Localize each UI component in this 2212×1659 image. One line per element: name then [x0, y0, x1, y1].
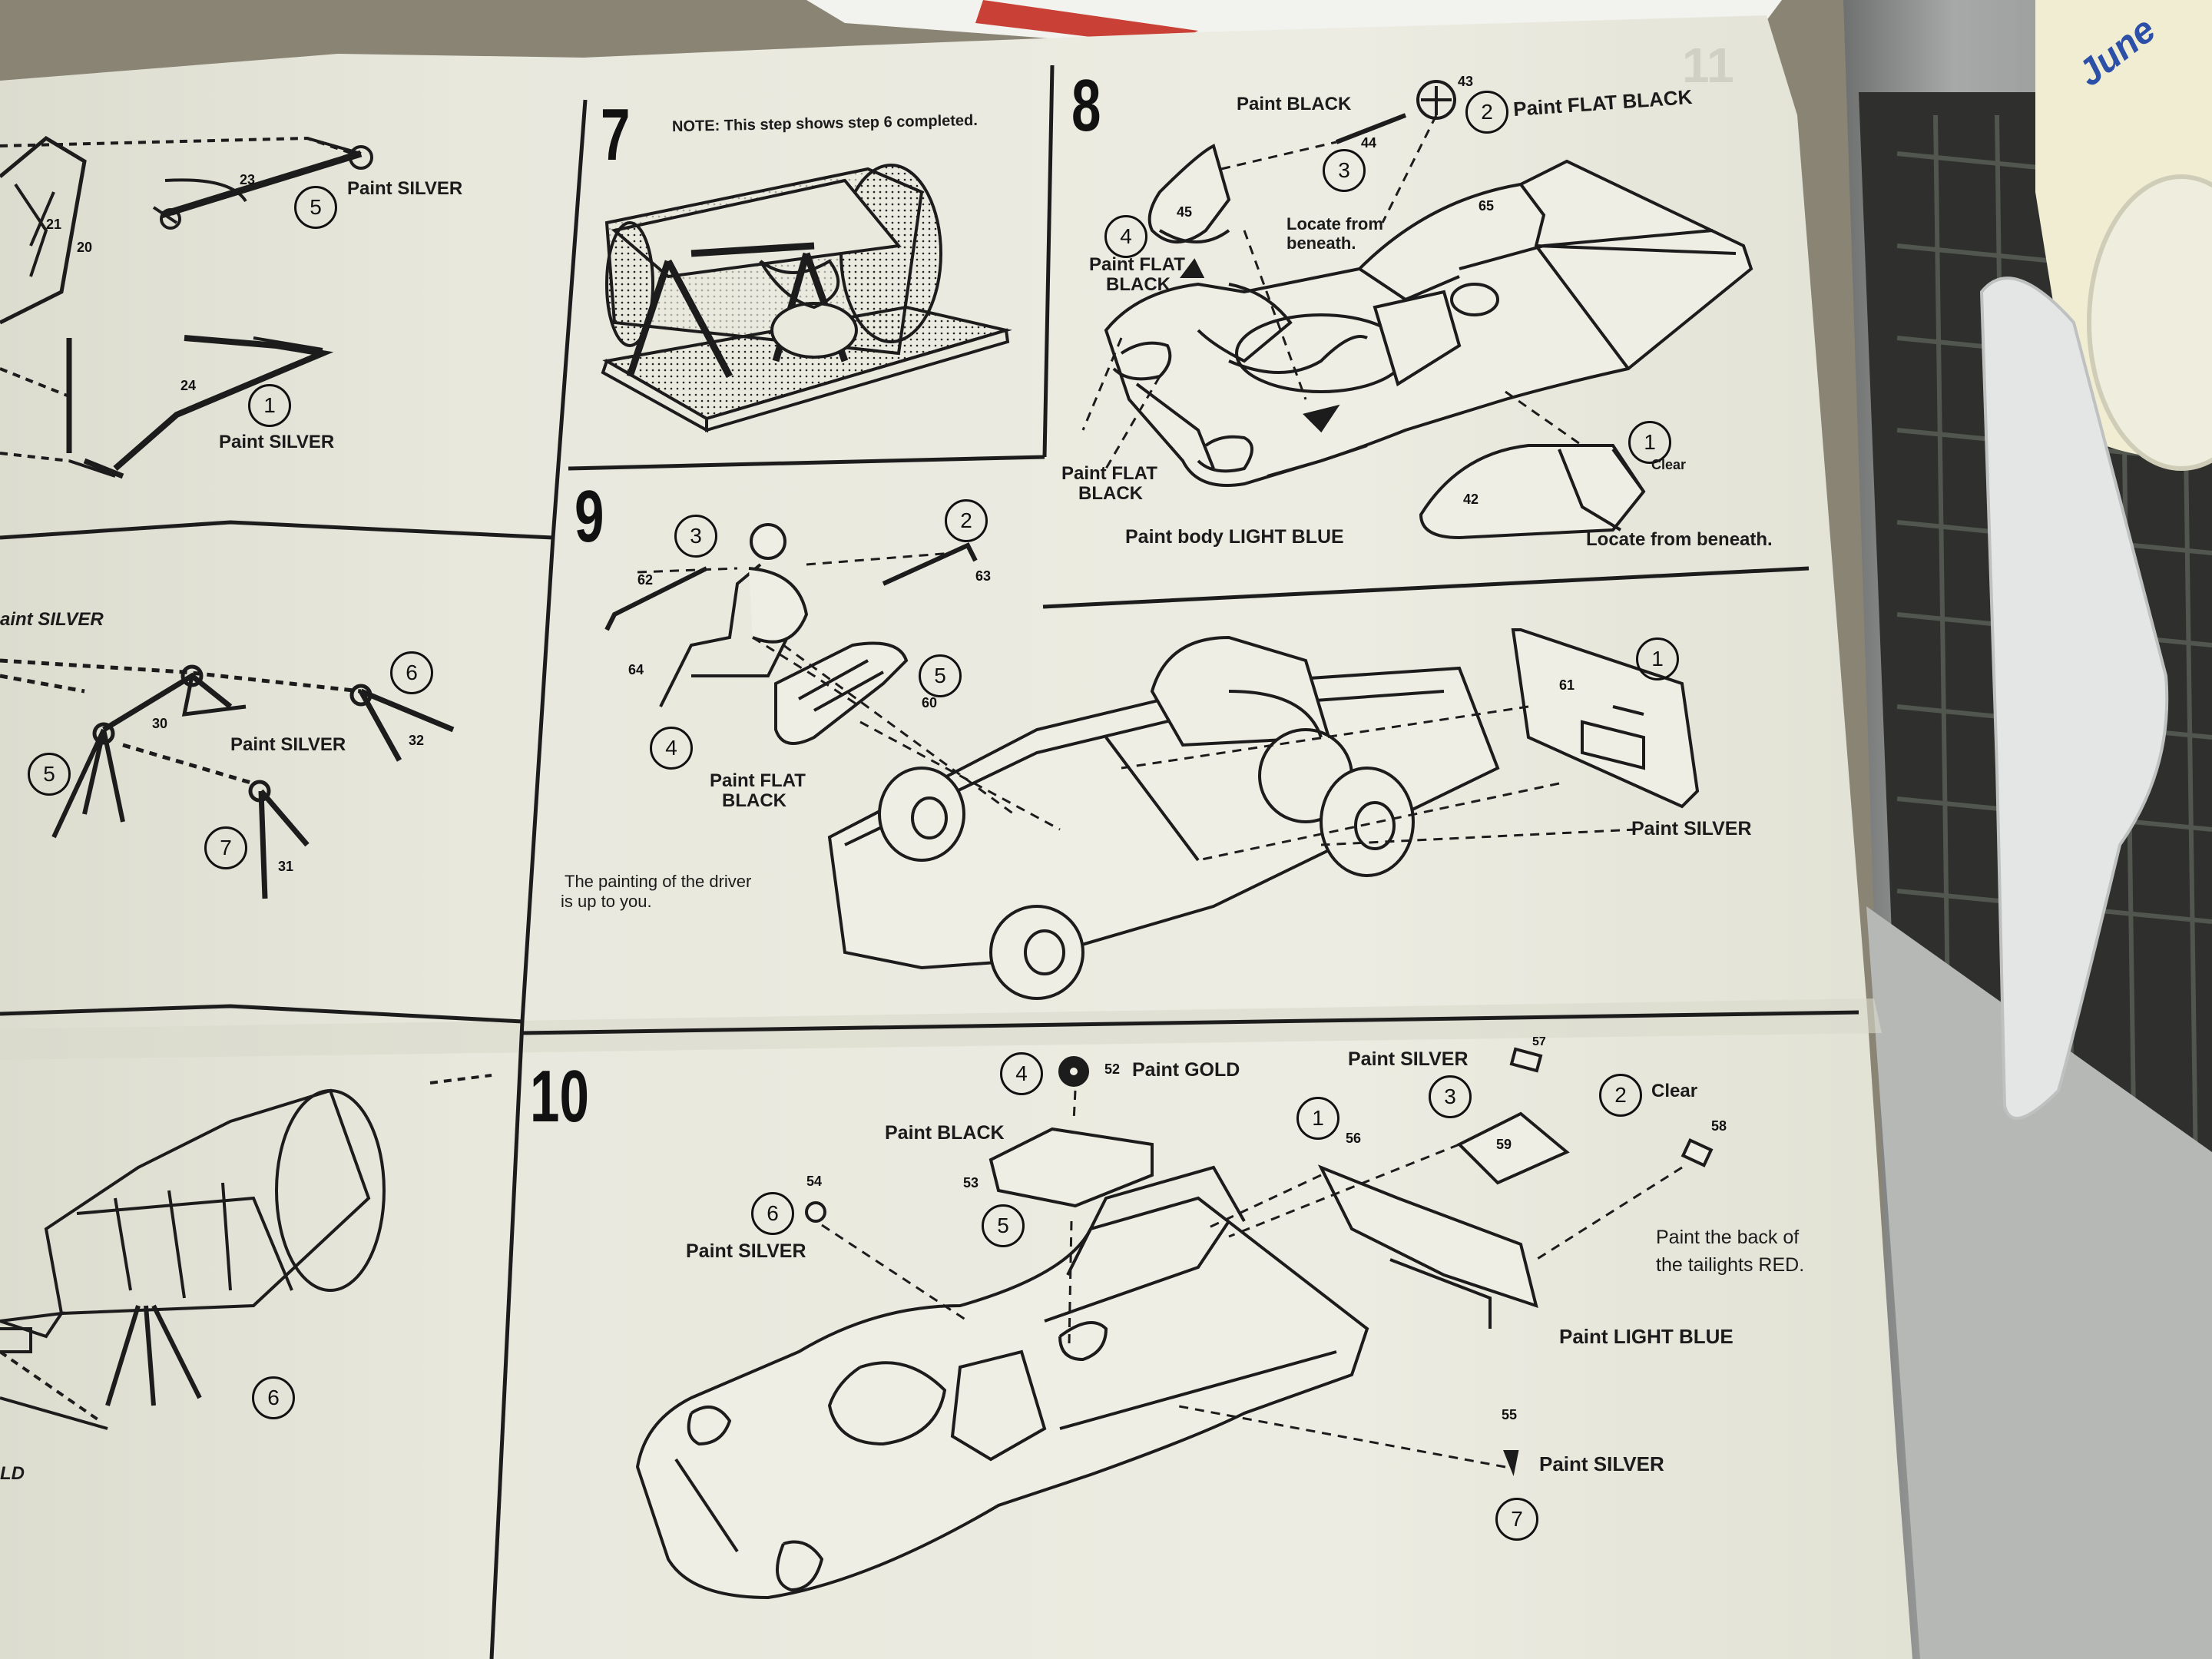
- part-number-58: 58: [1711, 1118, 1727, 1134]
- step-circle-3: 3: [1429, 1075, 1472, 1118]
- step8-drawing: [1081, 80, 1753, 540]
- step10-paint-silver-bottom: Paint SILVER: [1539, 1452, 1664, 1475]
- part-number-21: 21: [46, 217, 62, 232]
- label-cut-ld: LD: [0, 1463, 25, 1484]
- part-number-55: 55: [1502, 1407, 1518, 1422]
- step9-driver-note-2: is up to you.: [561, 892, 652, 911]
- step-circle-1: 1: [1636, 637, 1679, 680]
- part-number-59: 59: [1496, 1137, 1512, 1152]
- step10-drawing: [635, 1047, 1714, 1600]
- step-9-number: 9: [575, 475, 604, 558]
- step-circle-2: 2: [1465, 91, 1508, 134]
- step-circle-2: 2: [1599, 1074, 1642, 1117]
- part-number-54: 54: [806, 1174, 823, 1189]
- step-circle-3: 3: [1323, 149, 1366, 192]
- part-number-45: 45: [1177, 204, 1193, 220]
- step-circle-4: 4: [650, 727, 693, 770]
- panel-borders: [0, 65, 1859, 1659]
- step8-black: BLACK: [1106, 274, 1171, 295]
- label-paint-silver: Paint SILVER: [219, 432, 335, 452]
- step10-tail-note-1: Paint the back of: [1656, 1227, 1800, 1248]
- step10-paint-light-blue: Paint LIGHT BLUE: [1559, 1325, 1734, 1348]
- step-10-number: 10: [530, 1055, 589, 1137]
- step-circle-4: 4: [1000, 1052, 1043, 1095]
- part-number-23: 23: [240, 172, 256, 187]
- step9-paint-silver: Paint SILVER: [1631, 818, 1752, 839]
- bin-lip: [1866, 906, 2212, 1659]
- part-number-44: 44: [1361, 135, 1377, 151]
- label-paint-silver: Paint SILVER: [347, 178, 463, 199]
- step10-paint-black: Paint BLACK: [885, 1122, 1005, 1144]
- corner-page-mark: 11: [1682, 38, 1734, 93]
- step8-beneath: beneath.: [1286, 233, 1356, 253]
- step10-clear: Clear: [1651, 1081, 1698, 1101]
- step-8-number: 8: [1071, 65, 1101, 147]
- step8-paint-flat: Paint FLAT: [1089, 254, 1185, 275]
- step8-paint-flat-2: Paint FLAT: [1061, 463, 1157, 484]
- part-number-60: 60: [922, 695, 938, 710]
- step8-locate-from: Locate from: [1286, 214, 1383, 233]
- step-circle-1: 1: [248, 384, 291, 427]
- part-number-62: 62: [637, 572, 654, 588]
- step-circle-3: 3: [674, 515, 717, 558]
- left-bottom-drawing: [0, 1074, 492, 1430]
- part-number-64: 64: [628, 662, 644, 677]
- part-number-57: 57: [1532, 1035, 1546, 1048]
- step-circle-5: 5: [294, 186, 337, 229]
- step9-black: BLACK: [722, 790, 786, 811]
- step10-paint-gold: Paint GOLD: [1132, 1059, 1240, 1081]
- step8-locate-beneath: Locate from beneath.: [1586, 529, 1773, 550]
- step8-black-2: BLACK: [1078, 483, 1143, 504]
- step9-driver-note-1: The painting of the driver: [565, 872, 752, 891]
- step-circle-1: 1: [1628, 421, 1671, 464]
- part-number-63: 63: [975, 568, 992, 584]
- step10-tail-note-2: the tailights RED.: [1656, 1254, 1805, 1276]
- step10-paint-silver-left: Paint SILVER: [686, 1240, 806, 1262]
- part-number-32: 32: [409, 733, 425, 748]
- step-circle-4: 4: [1104, 215, 1147, 258]
- label-paint-silver: Paint SILVER: [230, 734, 346, 755]
- step9-paint-flat: Paint FLAT: [710, 770, 806, 791]
- step8-paint-black: Paint BLACK: [1237, 94, 1352, 114]
- part-number-31: 31: [278, 859, 294, 874]
- left-top-drawing: [0, 135, 373, 479]
- step-circle-7: 7: [1495, 1498, 1538, 1541]
- step-circle-6: 6: [751, 1192, 794, 1235]
- step-circle-6: 6: [252, 1376, 295, 1419]
- label-paint-silver-cut: Paint SILVER: [0, 609, 104, 630]
- step-circle-1: 1: [1296, 1097, 1339, 1140]
- part-number-30: 30: [152, 716, 168, 731]
- part-number-52: 52: [1104, 1061, 1121, 1077]
- step8-clear: Clear: [1651, 457, 1687, 472]
- step-circle-5: 5: [982, 1204, 1025, 1247]
- left-middle-drawing: [0, 658, 455, 899]
- step-circle-5: 5: [919, 654, 962, 697]
- part-number-20: 20: [77, 240, 93, 255]
- step-circle-6: 6: [390, 651, 433, 694]
- step-circle-5: 5: [28, 753, 71, 796]
- part-number-56: 56: [1346, 1131, 1362, 1146]
- step8-body-light-blue: Paint body LIGHT BLUE: [1125, 526, 1344, 548]
- part-number-53: 53: [963, 1175, 979, 1190]
- fold-shade: [0, 998, 1882, 1060]
- cup: [1979, 276, 2169, 1120]
- part-number-61: 61: [1559, 677, 1575, 693]
- part-number-65: 65: [1479, 198, 1495, 214]
- step10-paint-silver-top: Paint SILVER: [1348, 1048, 1469, 1070]
- step-circle-2: 2: [945, 499, 988, 542]
- step-7-number: 7: [601, 94, 631, 176]
- part-number-42: 42: [1463, 492, 1479, 507]
- step7-drawing: [601, 164, 1012, 433]
- part-number-43: 43: [1458, 74, 1474, 89]
- part-number-24: 24: [180, 378, 197, 393]
- step-circle-7: 7: [204, 826, 247, 869]
